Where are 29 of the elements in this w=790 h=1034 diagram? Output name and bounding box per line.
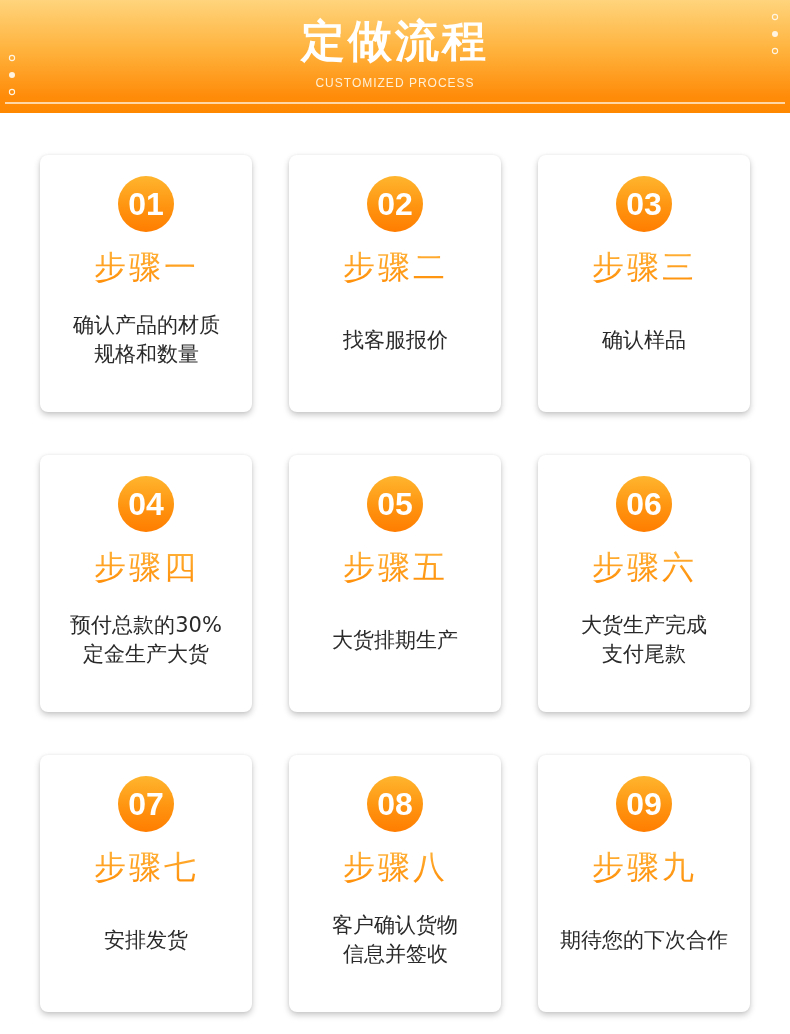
step-number-badge: 09: [616, 776, 672, 832]
step-number-badge: 02: [367, 176, 423, 232]
step-description: 期待您的下次合作: [559, 926, 729, 954]
step-number-badge: 01: [118, 176, 174, 232]
step-description: 确认产品的材质规格和数量: [72, 312, 220, 368]
step-card: [538, 155, 750, 412]
step-description: 安排发货: [103, 926, 189, 954]
step-card: [40, 455, 252, 712]
step-description: 预付总款的30%定金生产大货: [69, 612, 223, 668]
step-card: [538, 755, 750, 1012]
step-number-badge: 08: [367, 776, 423, 832]
page-title: 定做流程: [301, 14, 489, 68]
step-description: 大货排期生产: [331, 626, 459, 654]
step-description: 确认样品: [601, 326, 687, 354]
step-description: 找客服报价: [341, 326, 449, 354]
step-card: [538, 455, 750, 712]
step-card: [40, 155, 252, 412]
step-card: [40, 755, 252, 1012]
step-description: 大货生产完成支付尾款: [581, 612, 707, 668]
step-number-badge: 04: [118, 476, 174, 532]
page-subtitle: CUSTOMIZED PROCESS: [315, 76, 475, 91]
step-card: [289, 155, 501, 412]
step-card: [289, 755, 501, 1012]
step-number-badge: 07: [118, 776, 174, 832]
step-number-badge: 06: [616, 476, 672, 532]
step-number-badge: 05: [367, 476, 423, 532]
step-description: 客户确认货物信息并签收: [332, 912, 458, 968]
step-card: [289, 455, 501, 712]
step-number-badge: 03: [616, 176, 672, 232]
